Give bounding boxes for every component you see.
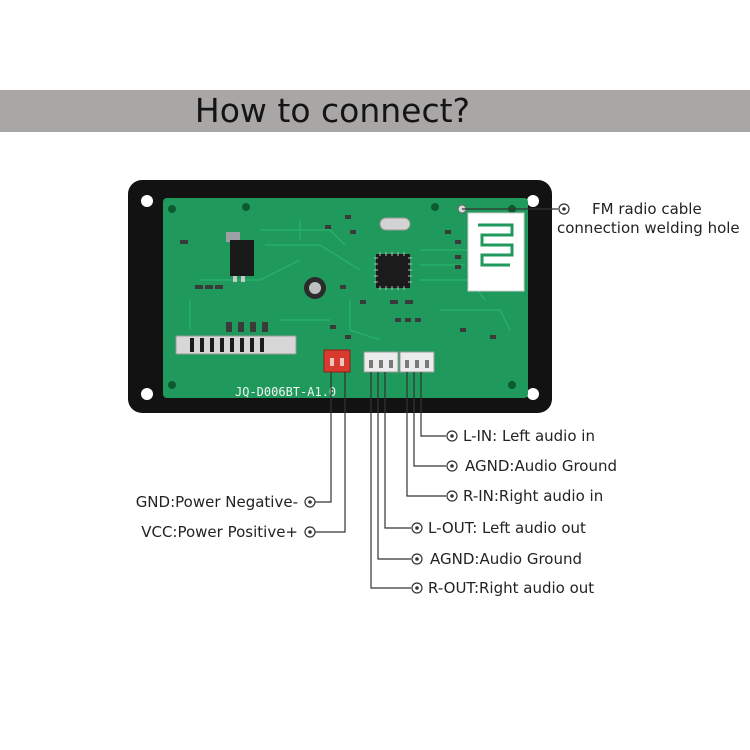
fm-label-line1: FM radio cable: [592, 200, 702, 218]
crystal-oscillator: [379, 217, 411, 231]
label-gnd: GND:Power Negative-: [135, 493, 298, 511]
mount-hole-icon: [141, 388, 153, 400]
audio-in-connector: [399, 351, 435, 373]
target-circle-icon: [558, 203, 570, 215]
mount-hole-icon: [141, 195, 153, 207]
target-circle-icon: [446, 490, 458, 502]
label-r-out: R-OUT:Right audio out: [428, 579, 595, 597]
label-agnd-in: AGND:Audio Ground: [465, 457, 618, 475]
board-silkscreen: JQ-D006BT-A1.0: [235, 385, 336, 399]
main-chip: [374, 252, 412, 290]
target-circle-icon: [446, 430, 458, 442]
capacitor: [304, 277, 326, 299]
leader-lines: [306, 208, 558, 589]
label-vcc: VCC:Power Positive+: [141, 523, 298, 541]
target-circle-icon: [411, 553, 423, 565]
mount-hole-icon: [527, 388, 539, 400]
label-l-out: L-OUT: Left audio out: [428, 519, 586, 537]
page-title: How to connect?: [194, 91, 471, 130]
label-agnd-out: AGND:Audio Ground: [430, 550, 583, 568]
target-circle-icon: [446, 460, 458, 472]
voltage-regulator: [226, 232, 254, 282]
target-circle-icon: [411, 522, 423, 534]
target-circle-icon: [411, 582, 423, 594]
bluetooth-module: [467, 212, 525, 292]
card-slot: [175, 322, 297, 355]
label-r-in: R-IN:Right audio in: [463, 487, 604, 505]
target-circle-icon: [304, 496, 316, 508]
title-banner: How to connect?: [0, 90, 750, 132]
label-l-in: L-IN: Left audio in: [463, 427, 595, 445]
pcb-board: JQ-D006BT-A1.0: [163, 198, 528, 399]
mount-hole-icon: [527, 195, 539, 207]
power-connector: [323, 349, 351, 373]
fm-label-line2: connection welding hole: [557, 219, 740, 237]
terminal-markers: [304, 203, 570, 594]
target-circle-icon: [304, 526, 316, 538]
audio-out-connector: [363, 351, 399, 373]
